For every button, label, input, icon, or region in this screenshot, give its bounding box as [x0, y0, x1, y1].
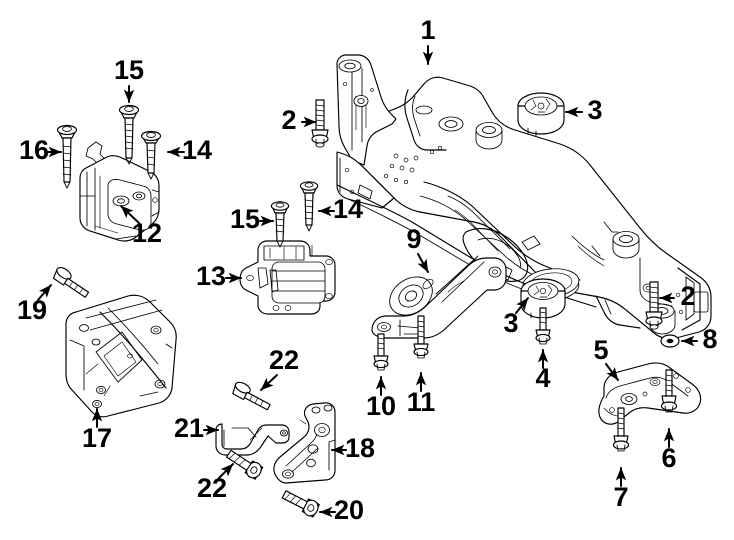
callout-label-9: 9	[406, 224, 421, 254]
callout-label-7: 7	[613, 482, 628, 512]
callout-label-8: 8	[702, 324, 717, 354]
callout-label-2b: 2	[680, 281, 695, 311]
callout-label-22b: 22	[197, 473, 227, 503]
fastener-bolt-4	[535, 307, 551, 345]
part-mount-bracket	[273, 402, 336, 484]
callout-label-18: 18	[345, 433, 375, 463]
part-support-bracket	[65, 294, 177, 418]
callout-label-5: 5	[593, 335, 608, 365]
part-bracket-arm	[215, 423, 290, 456]
fastener-bolt-19	[52, 266, 90, 298]
fastener-bolt-22a	[232, 381, 271, 411]
callout-label-17: 17	[82, 423, 112, 453]
callout-label-14b: 14	[333, 194, 363, 224]
fastener-bolt-10	[373, 333, 389, 371]
callout-label-10: 10	[366, 391, 396, 421]
part-bushing-lower	[520, 278, 566, 319]
callout-label-21: 21	[174, 413, 204, 443]
fastener-bolt-14b	[299, 181, 319, 232]
callout-leaders	[37, 45, 698, 518]
callout-label-16: 16	[19, 135, 49, 165]
fastener-bolt-11	[413, 315, 429, 359]
callout-label-2a: 2	[281, 105, 296, 135]
fastener-bolt-6	[660, 369, 678, 413]
part-subframe	[336, 54, 712, 340]
part-bushing-upper	[517, 92, 565, 137]
fastener-bolt-22b	[225, 449, 264, 480]
callout-label-11: 11	[407, 387, 436, 417]
callout-label-4: 4	[535, 363, 550, 393]
fastener-bolt-15a	[118, 104, 140, 165]
part-washer	[660, 334, 680, 348]
fastener-bolt-7	[612, 407, 630, 452]
callout-label-15a: 15	[114, 55, 144, 85]
part-transmission-mount	[239, 240, 336, 315]
fastener-bolt-14a	[140, 130, 162, 180]
callout-label-3b: 3	[503, 308, 518, 338]
part-bracket-plate	[598, 362, 702, 425]
fastener-bolt-2a	[311, 99, 329, 148]
part-engine-mount-right	[79, 141, 160, 242]
fastener-bolt-16	[56, 124, 78, 189]
callout-label-14a: 14	[182, 135, 212, 165]
fastener-bolt-2b	[645, 281, 663, 330]
callout-label-22a: 22	[269, 345, 299, 375]
callout-label-20: 20	[334, 495, 364, 525]
callout-label-15b: 15	[230, 204, 260, 234]
fastener-bolt-20	[281, 490, 320, 518]
callout-labels: 1 2 3 15 16 14 12 15 14 13 9 3 2 8 5 4 1…	[17, 15, 718, 525]
callout-label-1: 1	[420, 15, 435, 45]
callout-label-19: 19	[17, 295, 47, 325]
fastener-bolt-15b	[270, 201, 290, 248]
callout-label-6: 6	[661, 443, 676, 473]
callout-label-12: 12	[132, 218, 162, 248]
part-torque-rod	[371, 255, 507, 339]
callout-label-13: 13	[196, 261, 226, 291]
callout-label-3a: 3	[587, 95, 602, 125]
